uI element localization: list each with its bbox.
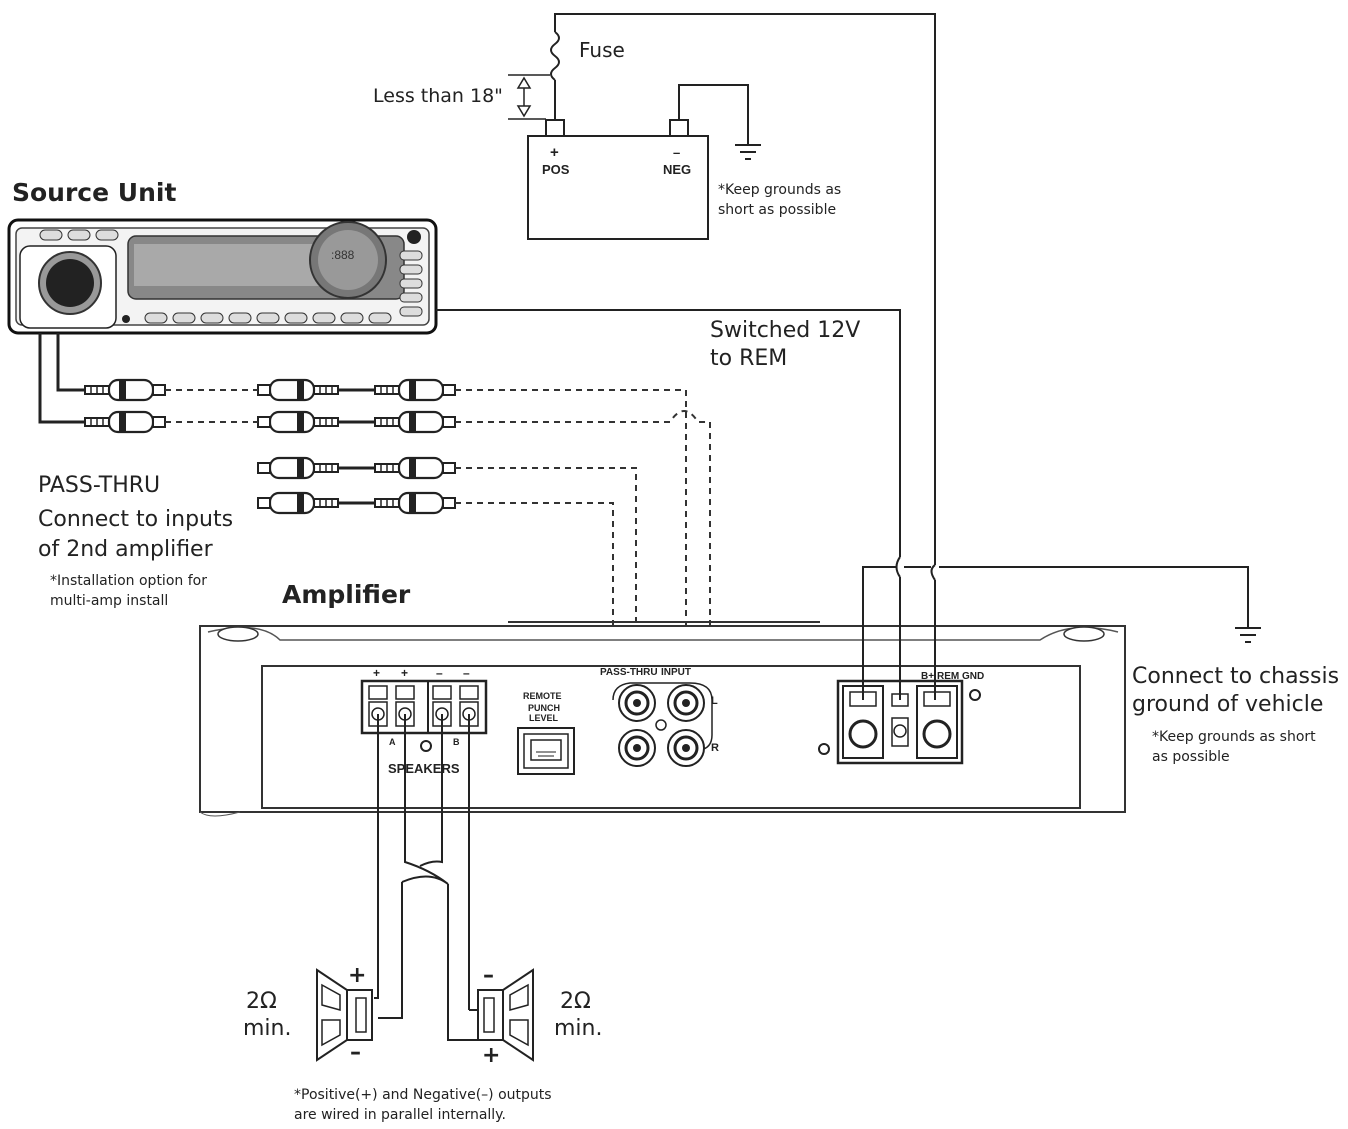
terminal-plus-1: + (373, 666, 380, 680)
pass-thru-line-3: of 2nd amplifier (38, 537, 213, 562)
speaker-right-ohm: 2Ω (560, 989, 591, 1014)
speaker-right (477, 968, 534, 1062)
level-label: LEVEL (529, 713, 559, 723)
battery-pos-sign: + (550, 144, 559, 161)
speaker-left (316, 968, 373, 1062)
right-channel-label: R (711, 742, 719, 754)
amp-panel-labels: + + – – A B SPEAKERS REMOTE PUNCH LEVEL … (373, 666, 984, 776)
amplifier-title: Amplifier (282, 580, 411, 609)
power-wiring (436, 309, 1249, 700)
fuse-label: Fuse (579, 38, 625, 62)
terminal-plus-2: + (401, 666, 408, 680)
bottom-note-2: are wired in parallel internally. (294, 1107, 506, 1123)
speaker-left-negative: – (350, 1040, 361, 1065)
distance-marker (508, 74, 550, 120)
rca-input-jacks (612, 682, 713, 767)
speaker-wiring (374, 714, 490, 1041)
battery-neg-sign: – (673, 145, 681, 160)
rca-pair-extension (256, 378, 457, 434)
punch-label: PUNCH (528, 703, 560, 713)
gnd-label: GND (962, 671, 984, 682)
terminal-minus-1: – (436, 666, 443, 680)
speaker-left-ohm: 2Ω (246, 989, 277, 1014)
chassis-ground-line-1: Connect to chassis (1132, 664, 1340, 689)
pass-thru-jack-label: PASS-THRU (600, 667, 658, 678)
terminal-minus-2: – (463, 666, 470, 680)
chassis-ground-icon (1235, 627, 1261, 643)
channel-b-label: B (453, 737, 460, 747)
pass-thru-line-2: Connect to inputs (38, 507, 234, 532)
battery (527, 119, 709, 240)
pass-thru-note-2: multi-amp install (50, 593, 169, 609)
fuse-symbol (550, 31, 560, 81)
battery-ground-icon (735, 144, 761, 160)
source-unit-display: :888 (331, 248, 355, 262)
bplus-label: B+ (921, 671, 934, 682)
amplifier-body (199, 621, 1126, 817)
speaker-right-min: min. (554, 1016, 603, 1041)
battery-ground-note-2: short as possible (718, 202, 837, 218)
rca-pair-pass-thru (256, 456, 457, 515)
rem-label: REM (937, 671, 959, 682)
rca-pair-source (83, 378, 167, 434)
battery-wiring (550, 13, 936, 565)
battery-neg-label: NEG (663, 162, 692, 177)
source-unit: :888 (7, 218, 438, 335)
power-terminal-block (818, 679, 981, 765)
left-channel-label: L (711, 695, 718, 707)
pass-thru-title: PASS-THRU (38, 473, 161, 498)
speaker-right-positive: + (482, 1043, 501, 1068)
remote-punch-port (517, 727, 575, 775)
battery-pos-label: POS (542, 162, 570, 177)
to-rem-label: to REM (710, 346, 788, 371)
source-unit-title: Source Unit (12, 178, 177, 207)
chassis-ground-line-2: ground of vehicle (1132, 692, 1324, 717)
bottom-note-1: *Positive(+) and Negative(–) outputs (294, 1087, 552, 1103)
pass-thru-note-1: *Installation option for (50, 573, 207, 589)
speakers-label: SPEAKERS (388, 761, 460, 776)
remote-label: REMOTE (523, 691, 562, 701)
speaker-right-negative: – (483, 963, 494, 988)
chassis-note-1: *Keep grounds as short (1152, 729, 1316, 745)
channel-a-label: A (389, 737, 396, 747)
battery-ground-note-1: *Keep grounds as (718, 182, 842, 198)
chassis-note-2: as possible (1152, 749, 1230, 765)
fuse-distance-label: Less than 18" (373, 85, 503, 107)
source-output-cables (38, 333, 85, 424)
switched-12v-label: Switched 12V (710, 318, 861, 343)
input-jack-label: INPUT (661, 667, 691, 678)
speaker-left-min: min. (243, 1016, 292, 1041)
speaker-left-positive: + (348, 963, 367, 988)
